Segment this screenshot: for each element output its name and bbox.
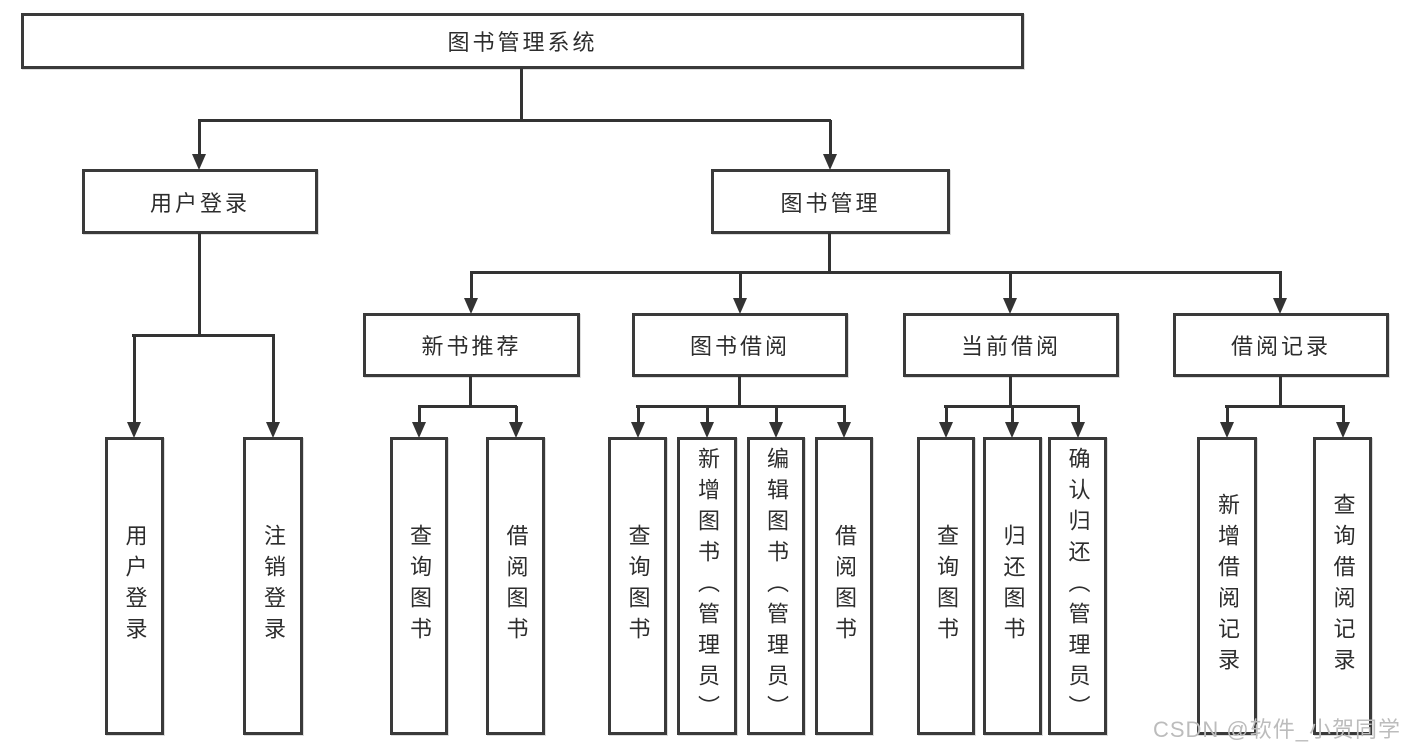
leaf-add-book-admin: 新增图书（管理员） (677, 437, 737, 735)
leaf-logout: 注销登录 (243, 437, 303, 735)
connector-drop (637, 406, 640, 424)
connector-drop (1077, 406, 1080, 424)
arrowhead-down-icon (1336, 422, 1350, 438)
connector-rail (1225, 405, 1345, 408)
connector-drop (1226, 406, 1229, 424)
connector-stem (520, 68, 523, 121)
connector-drop (1279, 272, 1282, 300)
connector-drop (775, 406, 778, 424)
arrowhead-down-icon (733, 298, 747, 314)
arrowhead-down-icon (412, 422, 426, 438)
connector-rail (132, 334, 275, 337)
node-book-borrowing: 图书借阅 (632, 313, 848, 377)
leaf-add-borrow-record: 新增借阅记录 (1197, 437, 1257, 735)
connector-stem (198, 233, 201, 337)
arrowhead-down-icon (464, 298, 478, 314)
arrowhead-down-icon (1220, 422, 1234, 438)
watermark: CSDN @软件_小贺同学 (1152, 717, 1401, 742)
connector-drop (470, 272, 473, 300)
leaf-query-books-current: 查询图书 (917, 437, 975, 735)
node-borrowing-records: 借阅记录 (1173, 313, 1389, 377)
arrowhead-down-icon (700, 422, 714, 438)
connector-rail (636, 405, 846, 408)
arrowhead-down-icon (1071, 422, 1085, 438)
connector-drop (418, 406, 421, 424)
connector-stem (738, 376, 741, 408)
connector-stem (1279, 376, 1282, 408)
connector-drop (1342, 406, 1345, 424)
leaf-query-books-borrowing: 查询图书 (608, 437, 667, 735)
leaf-confirm-return-admin: 确认归还（管理员） (1048, 437, 1107, 735)
leaf-borrow-books-recommend: 借阅图书 (486, 437, 545, 735)
leaf-borrow-books-borrowing: 借阅图书 (815, 437, 873, 735)
connector-drop (1011, 406, 1014, 424)
connector-drop (843, 406, 846, 424)
connector-rail (470, 271, 1282, 274)
arrowhead-down-icon (192, 154, 206, 170)
connector-stem (469, 376, 472, 408)
connector-stem (828, 233, 831, 274)
arrowhead-down-icon (1003, 298, 1017, 314)
leaf-query-borrow-record: 查询借阅记录 (1313, 437, 1372, 735)
arrowhead-down-icon (823, 154, 837, 170)
connector-rail (418, 405, 517, 408)
connector-drop (515, 406, 518, 424)
arrowhead-down-icon (769, 422, 783, 438)
connector-drop (829, 120, 832, 156)
arrowhead-down-icon (837, 422, 851, 438)
node-user-login: 用户登录 (82, 169, 318, 234)
connector-rail (198, 119, 831, 122)
arrowhead-down-icon (266, 422, 280, 438)
leaf-edit-book-admin: 编辑图书（管理员） (747, 437, 805, 735)
arrowhead-down-icon (1005, 422, 1019, 438)
leaf-return-books: 归还图书 (983, 437, 1042, 735)
connector-drop (739, 272, 742, 300)
arrowhead-down-icon (939, 422, 953, 438)
node-new-book-recommend: 新书推荐 (363, 313, 580, 377)
arrowhead-down-icon (509, 422, 523, 438)
connector-drop (272, 335, 275, 424)
connector-stem (1009, 376, 1012, 408)
connector-drop (1009, 272, 1012, 300)
connector-drop (706, 406, 709, 424)
connector-drop (133, 335, 136, 424)
connector-drop (198, 120, 201, 156)
connector-drop (945, 406, 948, 424)
node-current-borrowing: 当前借阅 (903, 313, 1119, 377)
node-book-management: 图书管理 (711, 169, 950, 234)
arrowhead-down-icon (631, 422, 645, 438)
leaf-query-books-recommend: 查询图书 (390, 437, 448, 735)
node-root: 图书管理系统 (21, 13, 1024, 69)
leaf-user-login: 用户登录 (105, 437, 164, 735)
arrowhead-down-icon (1273, 298, 1287, 314)
arrowhead-down-icon (127, 422, 141, 438)
